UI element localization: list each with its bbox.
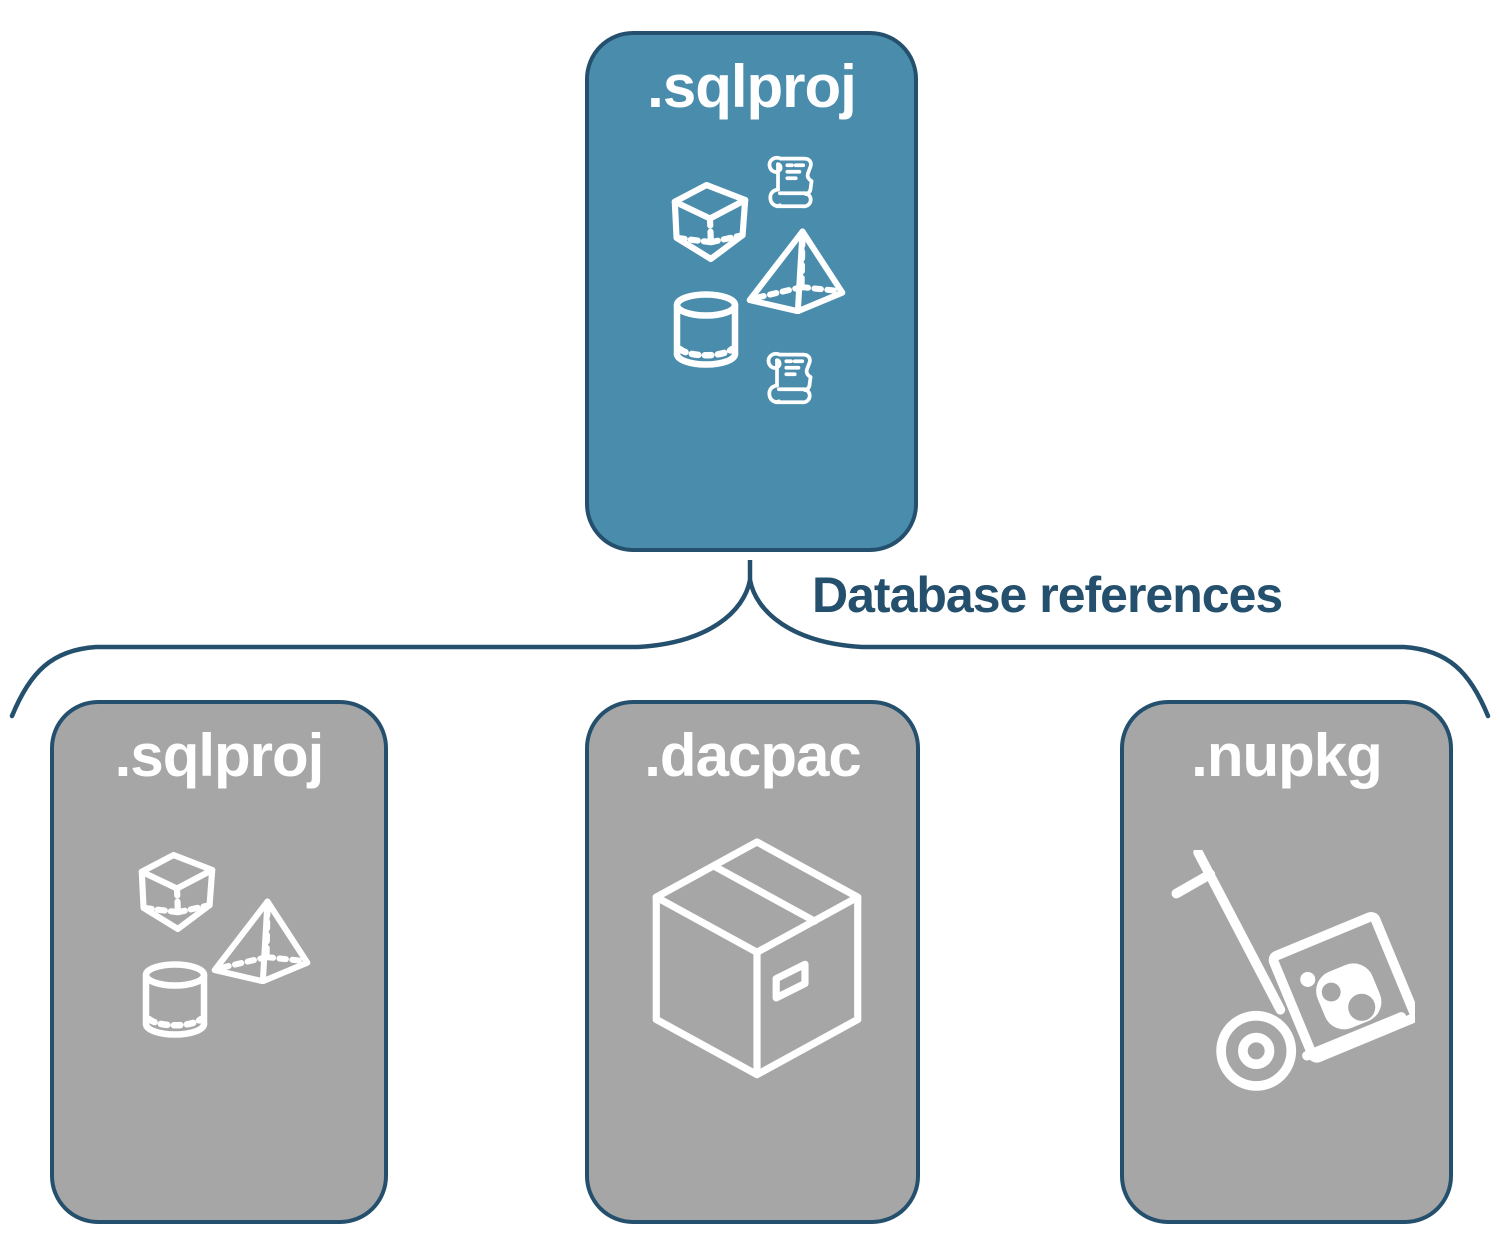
cube-icon [138, 851, 216, 933]
brace-path [9, 560, 1491, 719]
box-dacpac: .dacpac [585, 700, 920, 1224]
cylinder-icon [673, 291, 739, 368]
connector-label: Database references [812, 567, 1283, 623]
box-sqlproj-top: .sqlproj [585, 31, 918, 552]
package-box-icon [652, 838, 862, 1079]
box-sqlproj-top-title: .sqlproj [647, 53, 857, 120]
box-nupkg-title: .nupkg [1191, 722, 1383, 789]
box-nupkg: .nupkg [1120, 700, 1453, 1224]
pyramid-icon [211, 898, 311, 984]
cube-icon [671, 181, 749, 263]
box-sqlproj-bottom: .sqlproj [50, 700, 388, 1224]
cylinder-icon [142, 961, 208, 1038]
script-scroll-icon [766, 351, 813, 405]
pyramid-icon [746, 228, 846, 314]
nuget-hand-truck-icon [1171, 850, 1415, 1091]
script-scroll-icon [767, 155, 814, 209]
box-sqlproj-bottom-title: .sqlproj [114, 722, 325, 789]
box-dacpac-title: .dacpac [644, 722, 861, 789]
